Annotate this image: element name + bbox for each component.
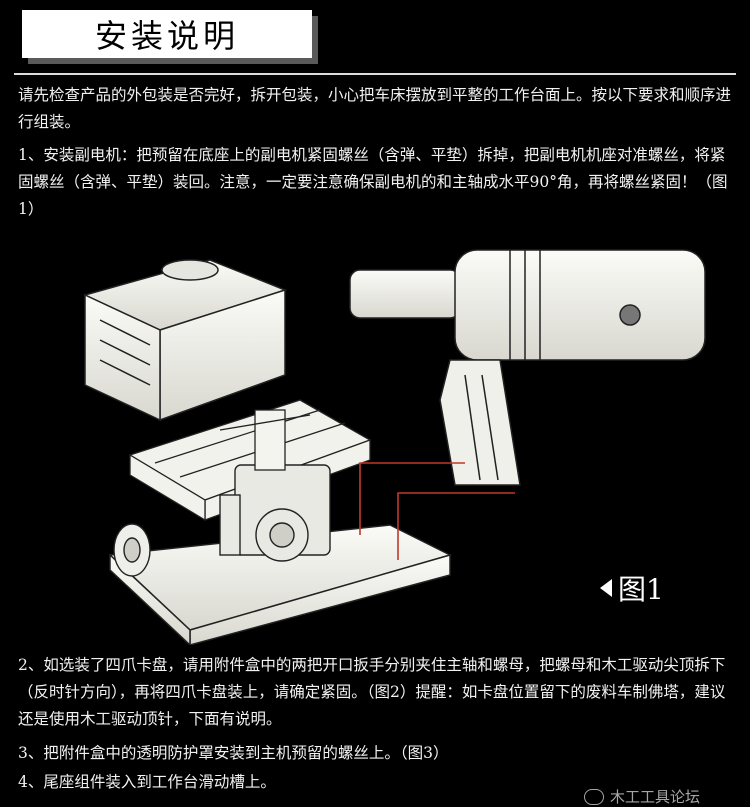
step-4-paragraph: 4、尾座组件装入到工作台滑动槽上。 [18,773,276,791]
lathe-base [108,524,453,645]
step-2-paragraph: 2、如选装了四爪卡盘，请用附件盒中的两把开口扳手分别夹住主轴和螺母，把螺母和木工… [18,656,726,728]
lathe-illustration [82,249,706,645]
step-1-paragraph: 1、安装副电机：把预留在底座上的副电机紧固螺丝（含弹、平垫）拆掉，把副电机机座对… [18,146,728,218]
main-motor [82,259,288,422]
secondary-motor [349,249,706,486]
figure-label: 图1 [600,568,664,608]
title-divider [14,73,736,75]
tool-post [219,409,311,471]
title-box: 安装说明 [22,10,312,58]
pointer-left-icon [600,579,612,597]
watermark: 木工工具论坛 [584,786,700,807]
step-3-paragraph: 3、把附件盒中的透明防护罩安装到主机预留的螺丝上。（图3） [18,744,449,762]
intro-paragraph: 请先检查产品的外包装是否完好，拆开包装，小心把车床摆放到平整的工作台面上。按以下… [18,86,732,131]
chat-bubble-icon [584,788,604,805]
hand-wheel [113,523,151,577]
figure-caption: 图1 [618,573,664,606]
alignment-guides [359,462,515,560]
spindle-chuck [219,464,331,562]
page-title: 安装说明 [94,17,239,55]
watermark-text: 木工工具论坛 [610,788,701,806]
